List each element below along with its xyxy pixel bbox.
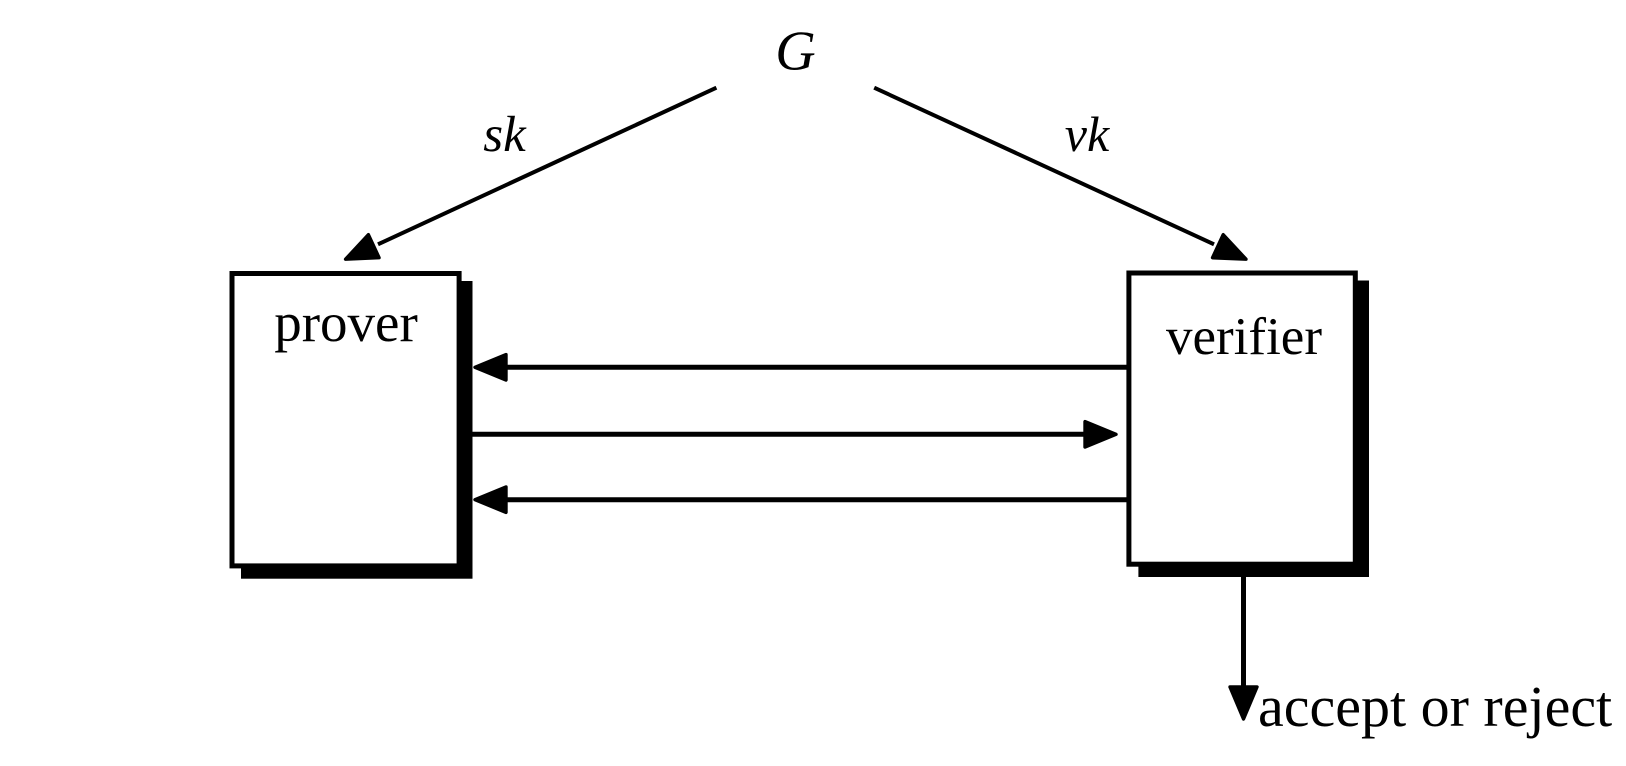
svg-text:vk: vk [1065, 106, 1110, 162]
svg-text:accept or reject: accept or reject [1258, 674, 1612, 739]
svg-text:verifier: verifier [1166, 308, 1322, 366]
svg-text:G: G [775, 20, 815, 82]
svg-text:sk: sk [483, 107, 527, 163]
svg-text:prover: prover [274, 292, 418, 353]
